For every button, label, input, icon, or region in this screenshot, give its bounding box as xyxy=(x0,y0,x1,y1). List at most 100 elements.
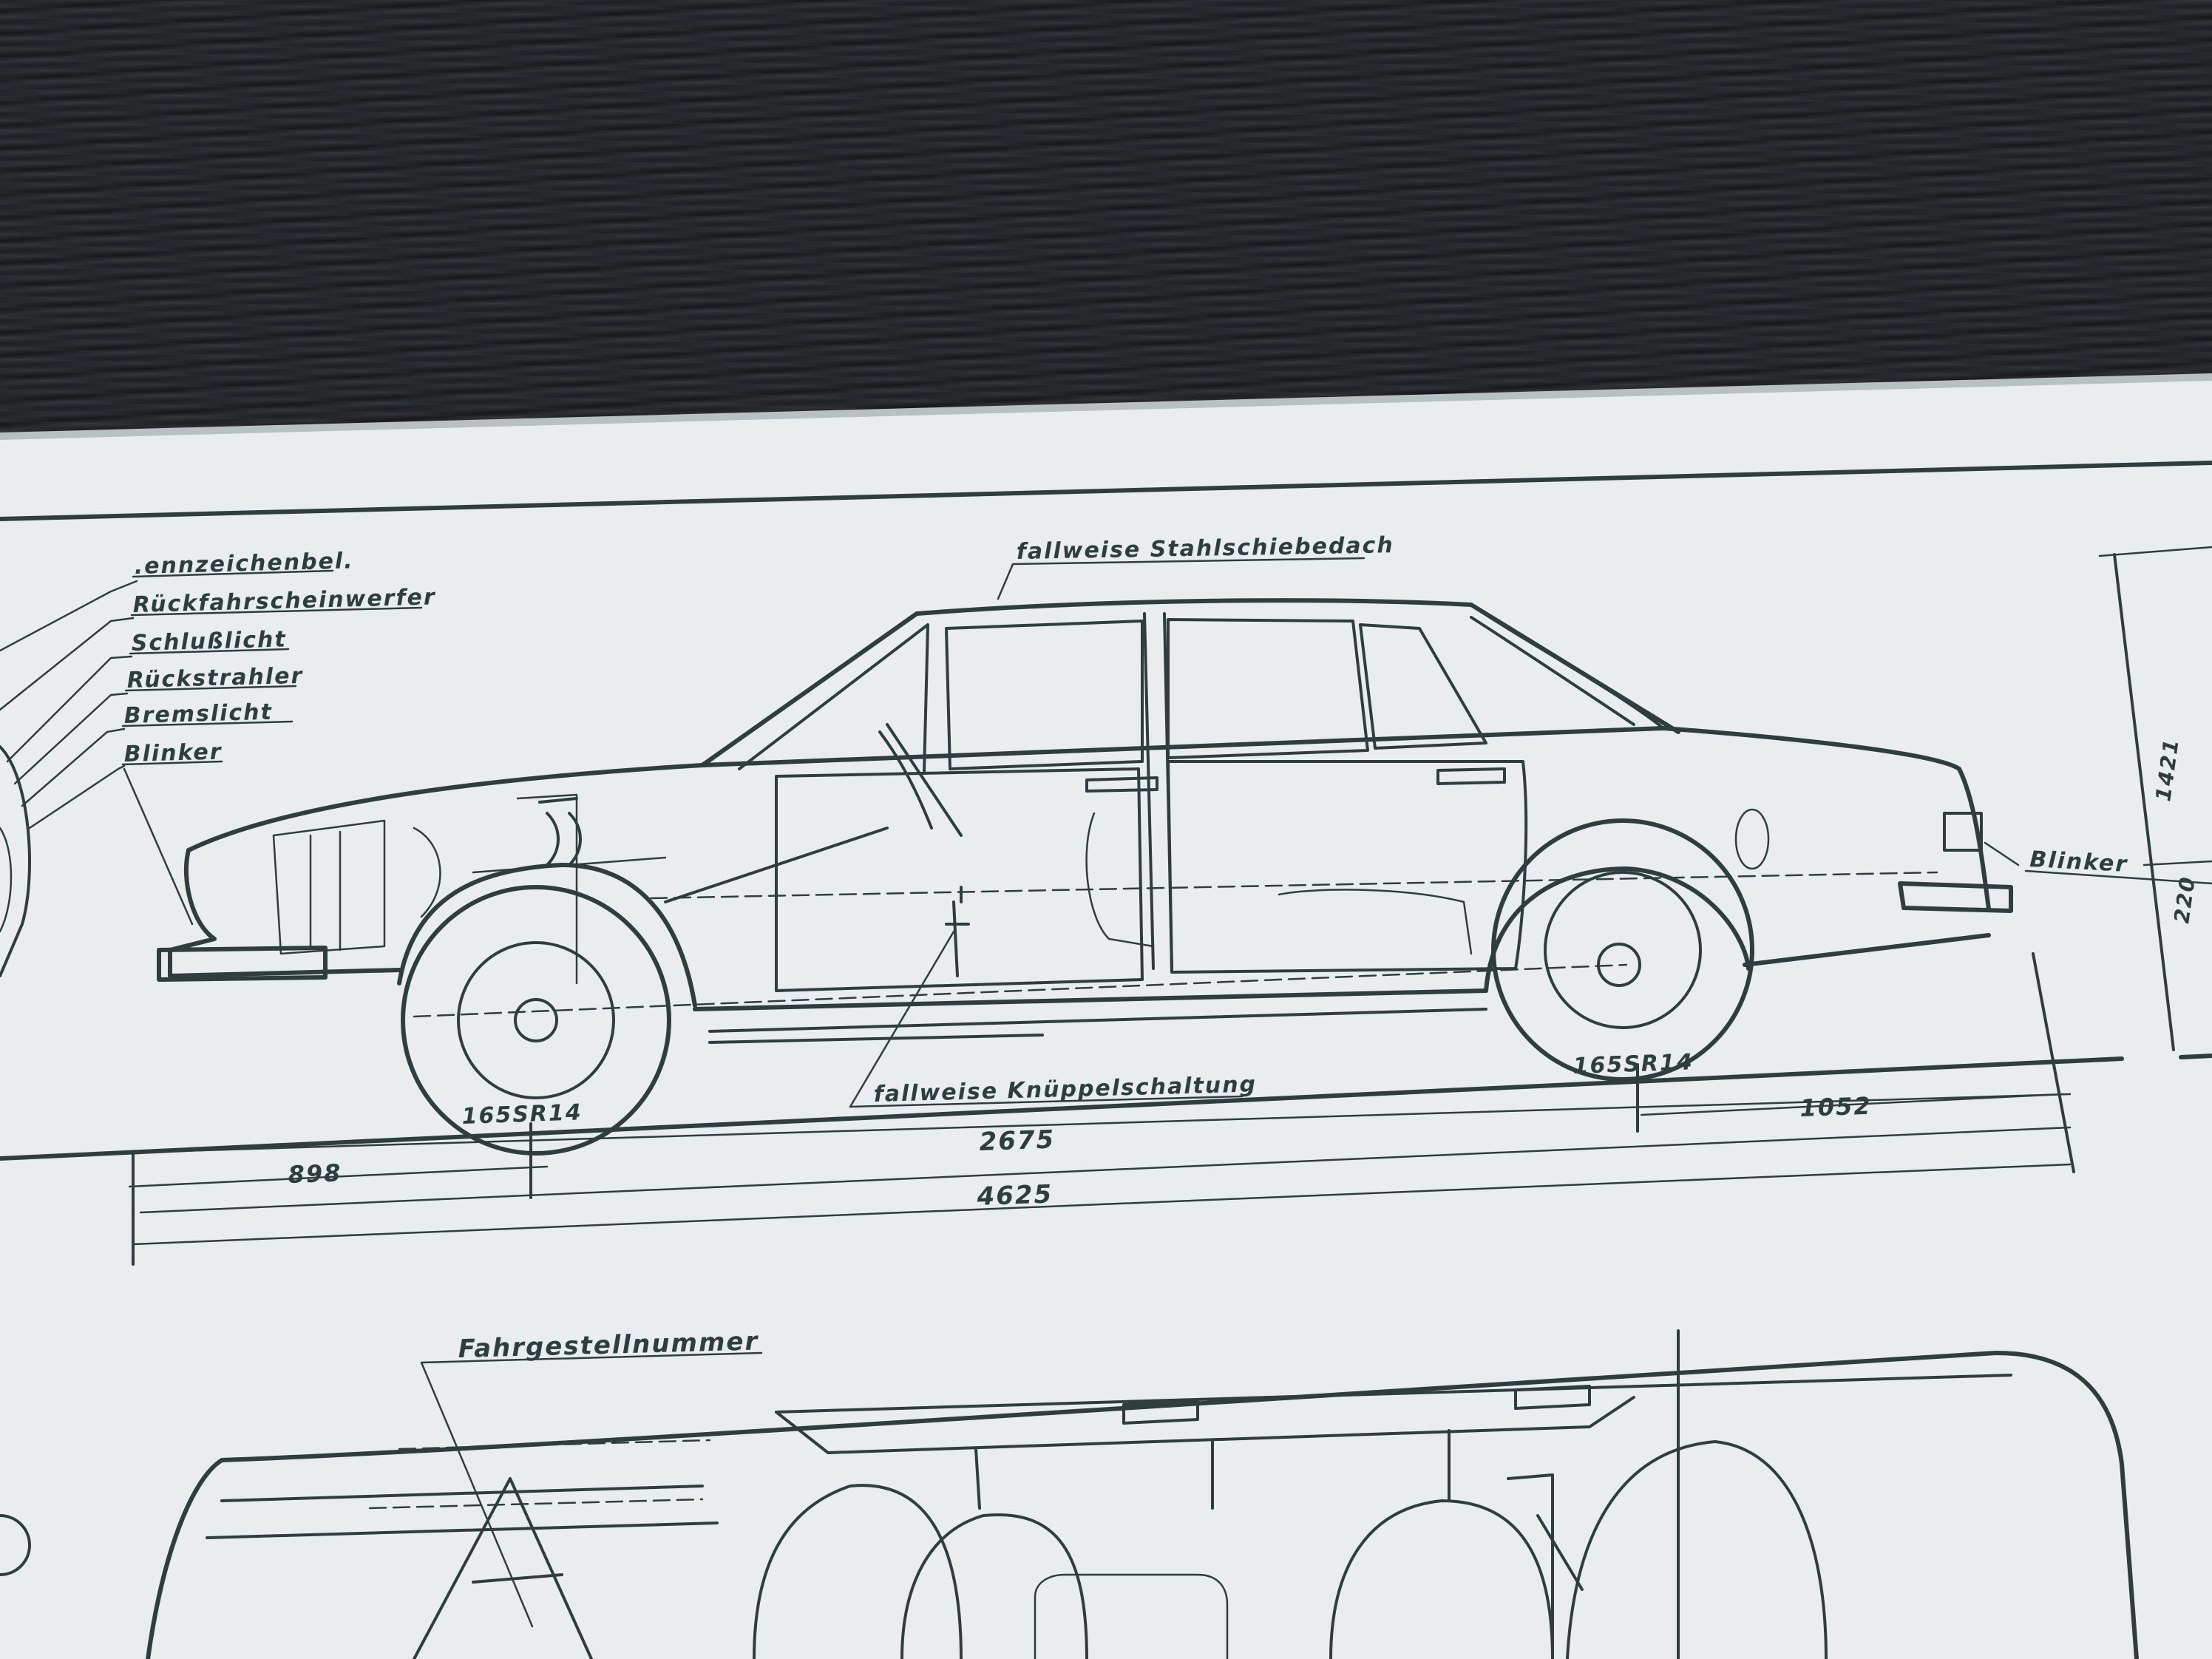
rear-door xyxy=(1167,760,1528,974)
lower-window-frame xyxy=(775,1396,1635,1454)
dim-line-rear-overhang xyxy=(1640,1093,2064,1116)
front-door xyxy=(775,767,1144,992)
rocker-sill xyxy=(693,988,1488,1011)
chassis-number-underline xyxy=(420,1351,763,1364)
label-turn-signal-front: Blinker xyxy=(2029,847,2129,878)
tire-size-front: 165SR14 xyxy=(461,1099,583,1130)
fuel-filler xyxy=(1734,808,1770,870)
front-rim xyxy=(457,941,615,1099)
frame-border-top xyxy=(0,461,2212,521)
label-tail-light: Schlußlicht xyxy=(131,627,287,657)
leader-line-reversing xyxy=(0,617,135,711)
underline-reflector xyxy=(124,685,297,692)
lower-seat-left xyxy=(753,1484,963,1659)
window-rear xyxy=(1167,618,1369,759)
label-license-plate-light: .ennzeichenbel. xyxy=(134,548,354,580)
label-turn-signal-rear: Blinker xyxy=(123,739,223,767)
underline-license xyxy=(132,569,334,578)
lower-roof-line xyxy=(775,1374,2012,1414)
dim-tick-right xyxy=(2032,952,2075,1173)
rear-rim xyxy=(1544,871,1702,1029)
lower-pillar-lines xyxy=(974,1329,1680,1659)
label-brake-light: Bremslicht xyxy=(123,699,273,729)
window-quarter xyxy=(1359,623,1487,750)
front-bumper xyxy=(157,946,328,982)
lower-roll-bar xyxy=(1566,1440,1828,1659)
floor-shift-underline xyxy=(849,1095,1244,1108)
wood-grain-texture xyxy=(0,0,2212,458)
rocker-sill-lower xyxy=(708,1008,1487,1033)
sunroof-underline xyxy=(1011,557,1365,566)
window-front xyxy=(945,620,1144,770)
leader-line-blinker-rear xyxy=(28,764,126,830)
lower-body-outline xyxy=(146,1351,2139,1659)
label-chassis-number: Fahrgestellnummer xyxy=(458,1326,759,1364)
engine-detail xyxy=(272,793,667,985)
blinker-front-underline xyxy=(2024,869,2212,885)
floor-shift-lever xyxy=(945,886,970,977)
car-rear-window xyxy=(1470,603,1665,730)
dim-label-front-overhang: 898 xyxy=(288,1158,342,1189)
dim-line-mid xyxy=(139,1126,2072,1214)
leader-line-blinker-front-end xyxy=(123,767,194,926)
lower-front-structure xyxy=(206,1477,719,1659)
underline-brake xyxy=(121,720,294,727)
rear-view-partial xyxy=(0,745,31,977)
label-reflector: Rückstrahler xyxy=(126,663,304,693)
rear-hub xyxy=(1597,943,1641,987)
seat-outline xyxy=(1085,812,1155,948)
body-lower xyxy=(1743,933,1991,967)
car-rear-window-inner xyxy=(1470,616,1635,726)
lower-door-handles xyxy=(1122,1385,1591,1425)
dim-line-wheelbase xyxy=(102,1093,2072,1155)
body-front xyxy=(168,848,401,978)
leader-line-license xyxy=(0,580,138,652)
lower-latch-detail xyxy=(1507,1473,1584,1659)
chassis-number-leader xyxy=(420,1361,534,1628)
dim-height-mid-tick xyxy=(2143,860,2212,866)
leader-line-brake xyxy=(21,727,126,807)
sunroof-leader xyxy=(997,563,1014,600)
lower-seat-right xyxy=(1329,1499,1554,1659)
car-greenhouse-inner xyxy=(738,623,929,774)
rear-tire xyxy=(1491,818,1754,1082)
body-beltline xyxy=(186,726,1961,852)
lower-left-partial-wheel xyxy=(0,1514,31,1576)
centerline-dashed-2 xyxy=(413,963,1628,1018)
label-sunroof: fallweise Stahlschiebedach xyxy=(1017,532,1395,565)
floor-shift-leader xyxy=(849,930,955,1108)
door-handle-rear xyxy=(1436,767,1506,785)
dim-line-overhang xyxy=(128,1165,549,1188)
rear-bumper xyxy=(1898,881,2013,913)
front-tire xyxy=(401,885,671,1156)
dim-height-vertical xyxy=(2113,553,2175,1051)
label-reversing-light: Rückfahrscheinwerfer xyxy=(132,584,436,618)
front-hub xyxy=(514,998,558,1042)
dim-label-height: 1421 xyxy=(2151,736,2184,803)
lower-dashed-lines xyxy=(368,1439,711,1510)
rear-seat-outline xyxy=(1278,889,1473,955)
lower-seat-mid xyxy=(900,1513,1088,1659)
rocker-sill-base xyxy=(708,1034,1044,1044)
tire-size-rear: 165SR14 xyxy=(1573,1049,1694,1079)
dim-height-bottom-tick xyxy=(2179,1054,2212,1059)
rear-view-partial-inner xyxy=(0,827,13,933)
blinker-front-leader xyxy=(1984,841,2020,866)
dim-label-wheelbase: 2675 xyxy=(979,1124,1056,1157)
dim-label-partial-height: 220 xyxy=(2169,875,2200,925)
dimension-lines xyxy=(102,546,2212,1266)
lower-cutaway-view xyxy=(0,1329,2139,1659)
dim-label-rear-overhang: 1052 xyxy=(1799,1092,1872,1122)
rear-light-cluster xyxy=(1943,812,1983,852)
ground-line xyxy=(0,1056,2124,1161)
lower-headrest xyxy=(1034,1573,1229,1659)
dim-line-overall xyxy=(132,1163,2072,1246)
underline-tail xyxy=(129,648,290,655)
wooden-table-surface xyxy=(0,0,2212,458)
dim-height-top-tick xyxy=(2098,546,2212,557)
underline-reversing xyxy=(130,606,423,617)
underline-blinker-rear xyxy=(121,760,223,766)
dim-label-overall-length: 4625 xyxy=(976,1179,1054,1212)
